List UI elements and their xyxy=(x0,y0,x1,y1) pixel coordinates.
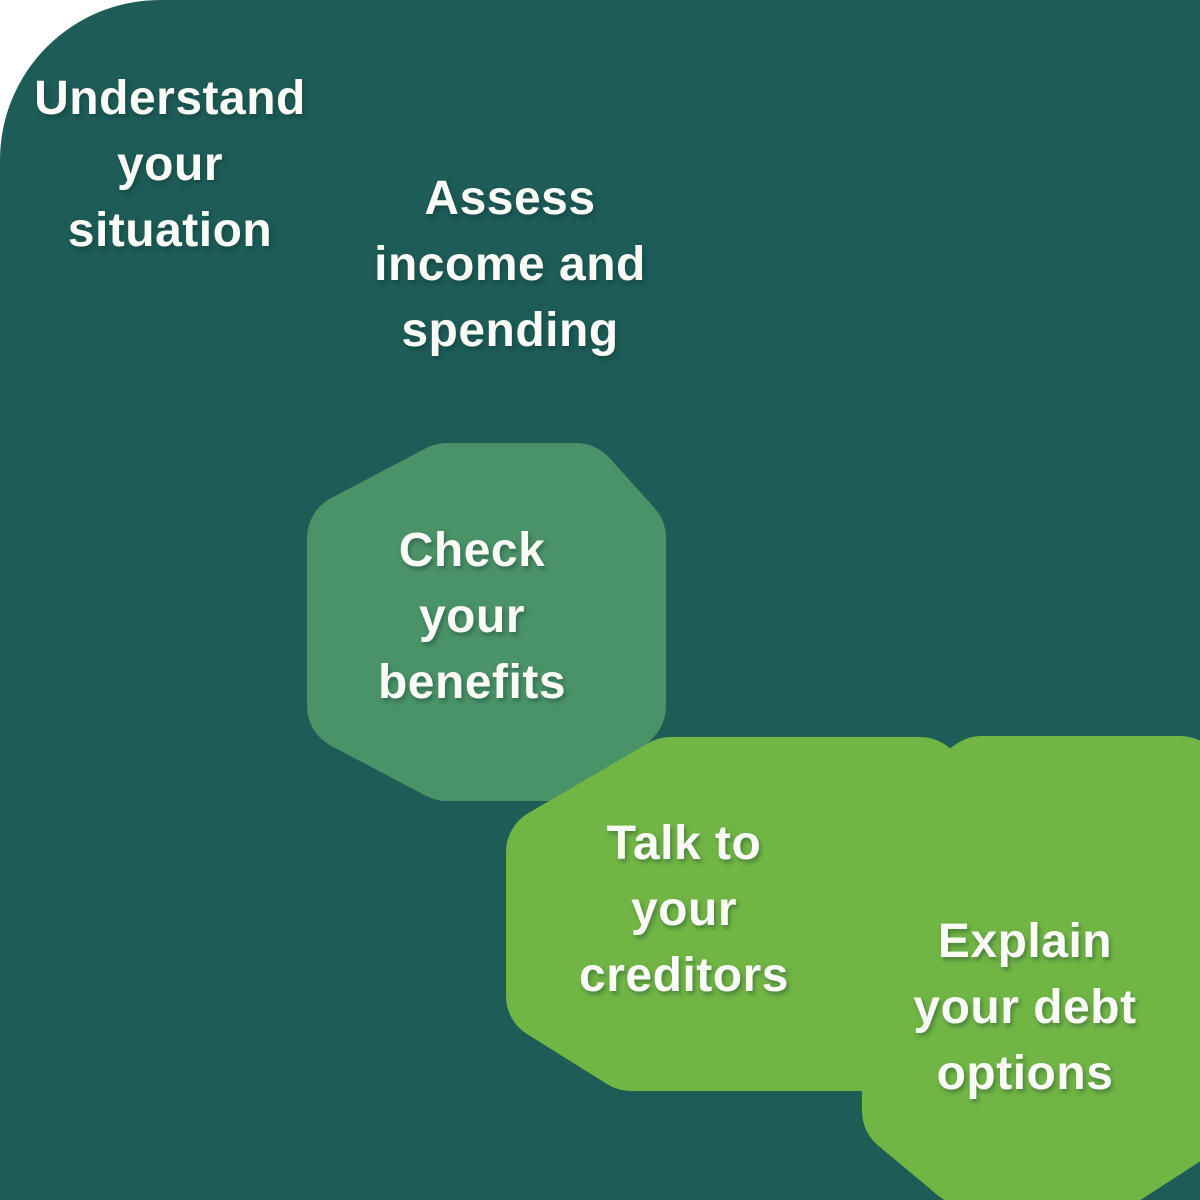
step-understand-your-situation: Understand your situation xyxy=(34,72,306,257)
explain-debt-options-blob xyxy=(862,736,1200,1200)
step-assess-income-and-spending: Assess income and spending xyxy=(374,172,646,357)
step-check-your-benefits: Check your benefits xyxy=(377,524,567,709)
step-talk-to-your-creditors: Talk to your creditors xyxy=(579,817,789,1002)
step-explain-your-debt-options: Explain your debt options xyxy=(913,915,1137,1100)
check-benefits-blob xyxy=(307,443,666,801)
